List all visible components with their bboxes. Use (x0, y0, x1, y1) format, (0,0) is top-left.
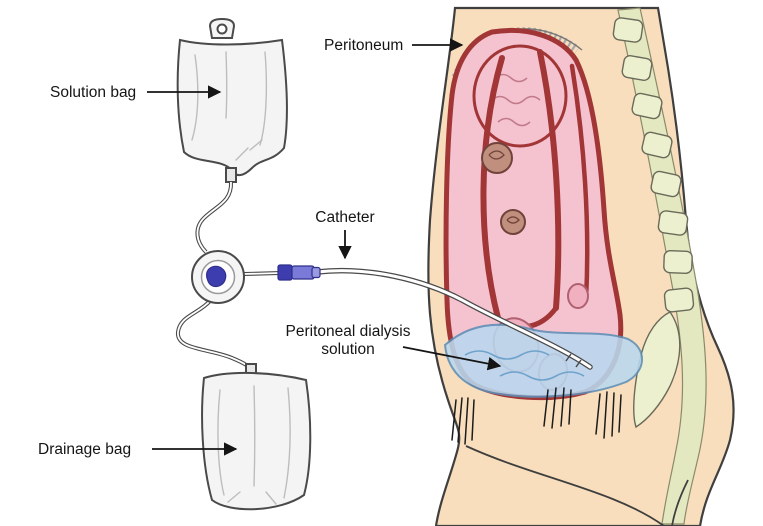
dialysis-solution-pool (443, 323, 643, 398)
pd-solution-label-line2: solution (321, 341, 374, 358)
solution-bag-folds (191, 51, 268, 161)
hatch-tufts (451, 387, 622, 445)
pd-solution-arrow (402, 346, 502, 371)
solution-bag-port (225, 167, 237, 183)
body-cross-section (427, 6, 735, 526)
hanger-hole (216, 23, 228, 35)
solution-bag (176, 17, 288, 183)
transfer-set-device (191, 250, 245, 304)
drainage-bag-folds (217, 385, 291, 505)
annotations: Solution bag Peritoneum Catheter Periton… (38, 37, 502, 458)
upper-organ (472, 44, 568, 148)
spine (612, 17, 695, 429)
roller-clamp (206, 265, 227, 288)
drainage-bag (201, 363, 312, 511)
solution-bag-label: Solution bag (50, 84, 136, 101)
catheter-connector (277, 264, 321, 281)
drainage-bag-label: Drainage bag (38, 441, 131, 458)
thigh-crease (465, 445, 665, 526)
sacrum (633, 311, 681, 429)
intestine-sections (481, 142, 589, 309)
catheter-label: Catheter (315, 209, 374, 226)
peritoneum-label: Peritoneum (324, 37, 403, 54)
catheter-tube (314, 267, 593, 370)
vessel-loops (480, 49, 590, 330)
pd-solution-label-line1: Peritoneal dialysis (286, 323, 411, 340)
buttock-crease (671, 479, 689, 526)
